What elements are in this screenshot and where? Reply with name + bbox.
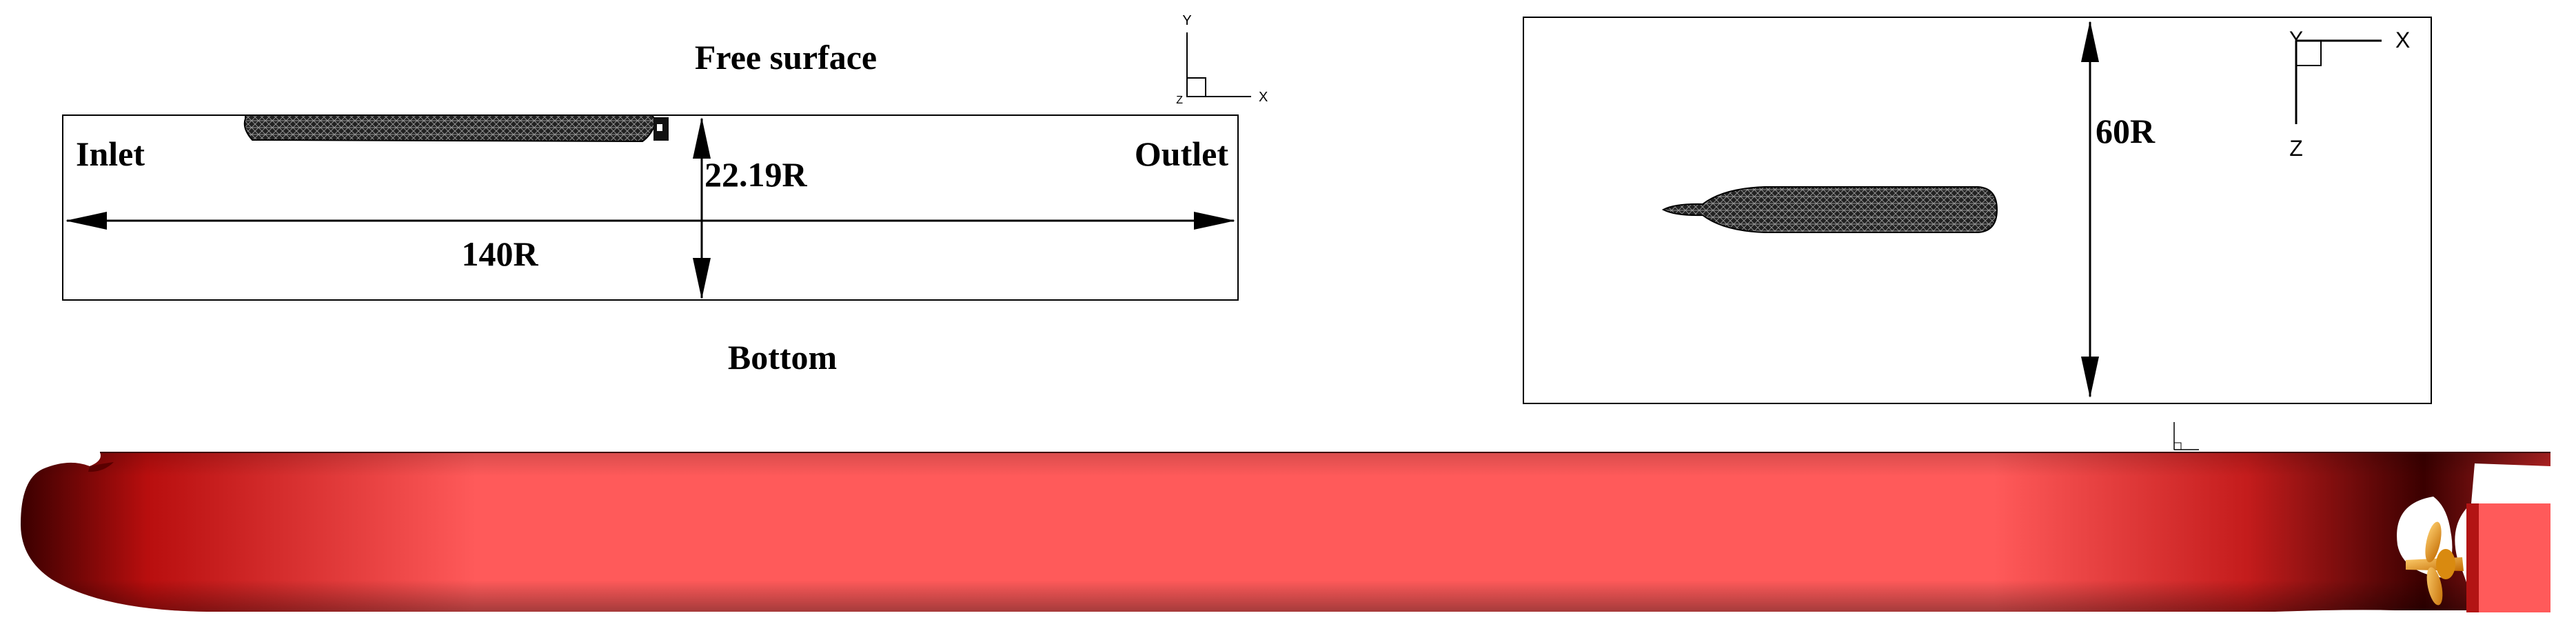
length-label: 140R [461, 234, 538, 273]
bow-bulb-notch [88, 462, 114, 472]
rudder [2466, 503, 2550, 612]
bottom-label: Bottom [728, 338, 837, 377]
hull-render [21, 422, 2550, 612]
top-view-panel: 60R Y X Z [1523, 17, 2432, 404]
hull-shading [21, 452, 2550, 612]
free-surface-label: Free surface [695, 38, 877, 77]
side-view-hull-mesh [243, 114, 658, 143]
depth-label: 22.19R [704, 155, 808, 194]
triad-z-label: Z [1176, 94, 1183, 106]
top-view-axis-triad: Y X Z [2289, 28, 2410, 161]
triad-z-label: Z [2289, 136, 2303, 161]
stern-gap [657, 124, 662, 131]
side-view-axis-triad: Y X Z [1176, 13, 1268, 106]
inlet-label: Inlet [76, 134, 145, 173]
side-domain-boundary [62, 114, 1239, 301]
triad-y-label: Y [2289, 28, 2303, 50]
width-label: 60R [2096, 112, 2156, 150]
propeller [2406, 521, 2464, 606]
side-view-panel: Free surface Bottom Inlet Outlet 140R 22… [62, 13, 1268, 377]
top-view-hull-mesh [1661, 186, 1998, 233]
triad-y-label: Y [1182, 13, 1191, 28]
outlet-label: Outlet [1135, 134, 1228, 173]
triad-x-label: X [1259, 90, 1268, 105]
rudder-edge [2466, 503, 2479, 612]
hull-axis-triad [2173, 422, 2199, 450]
triad-x-label: X [2395, 28, 2410, 52]
top-domain-boundary [1523, 17, 2432, 404]
